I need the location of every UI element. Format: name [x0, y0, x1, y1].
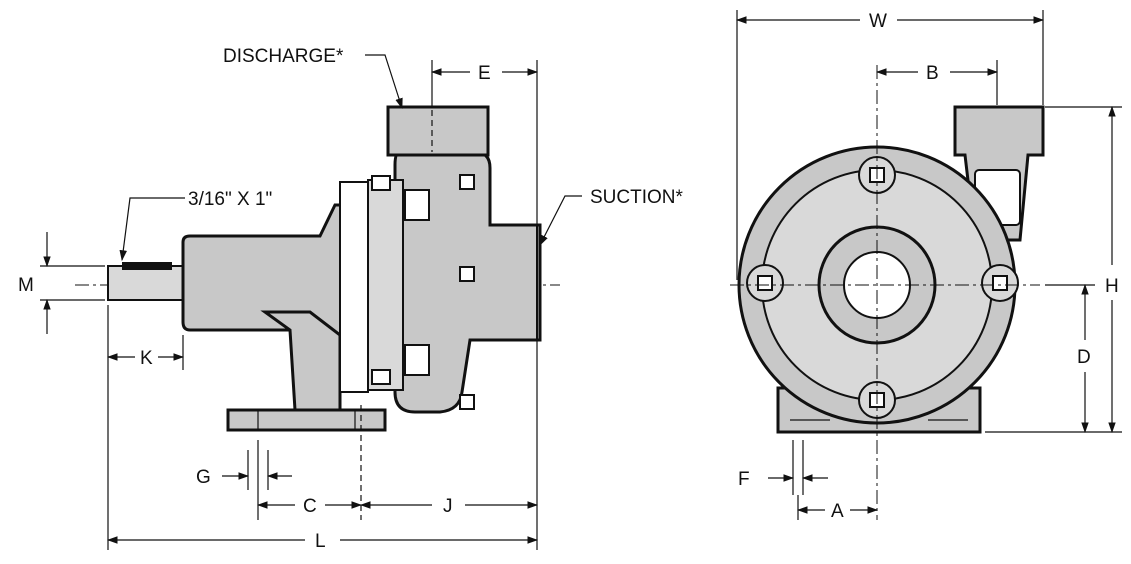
- dim-j-label: J: [443, 496, 453, 517]
- dim-k-label: K: [140, 348, 153, 369]
- base-foot: [226, 408, 387, 432]
- impeller-housing: [367, 179, 404, 391]
- dim-g-label: G: [196, 467, 211, 488]
- dim-e-label: E: [478, 63, 491, 84]
- bolt: [459, 174, 475, 190]
- bolt: [371, 369, 391, 385]
- bolt-icon: [757, 275, 773, 291]
- suction-label: SUCTION*: [590, 187, 684, 208]
- dim-m-label: M: [18, 275, 34, 296]
- side-view: [75, 105, 560, 520]
- dim-l-label: L: [315, 531, 326, 552]
- dim-b-label: B: [926, 63, 939, 84]
- key-size-label: 3/16" X 1": [188, 189, 272, 210]
- dim-c-label: C: [303, 496, 317, 517]
- bolt: [459, 266, 475, 282]
- shaft-key: [122, 262, 172, 270]
- adapter-plate: [339, 181, 369, 393]
- shaft: [107, 265, 189, 301]
- discharge-label: DISCHARGE*: [223, 46, 344, 67]
- bolt: [404, 344, 430, 376]
- dim-f-label: F: [738, 469, 750, 490]
- dim-w-label: W: [869, 11, 887, 32]
- dim-a-label: A: [831, 501, 844, 522]
- discharge-outlet: [386, 105, 490, 157]
- bolt: [371, 175, 391, 191]
- dim-h-label: H: [1105, 276, 1119, 297]
- front-dimensions: [735, 10, 1122, 520]
- side-dimensions: [40, 54, 582, 550]
- bolt: [459, 394, 475, 410]
- bolt: [404, 189, 430, 221]
- bolt-icon: [992, 275, 1008, 291]
- front-view: [730, 65, 1045, 520]
- dim-d-label: D: [1077, 347, 1091, 368]
